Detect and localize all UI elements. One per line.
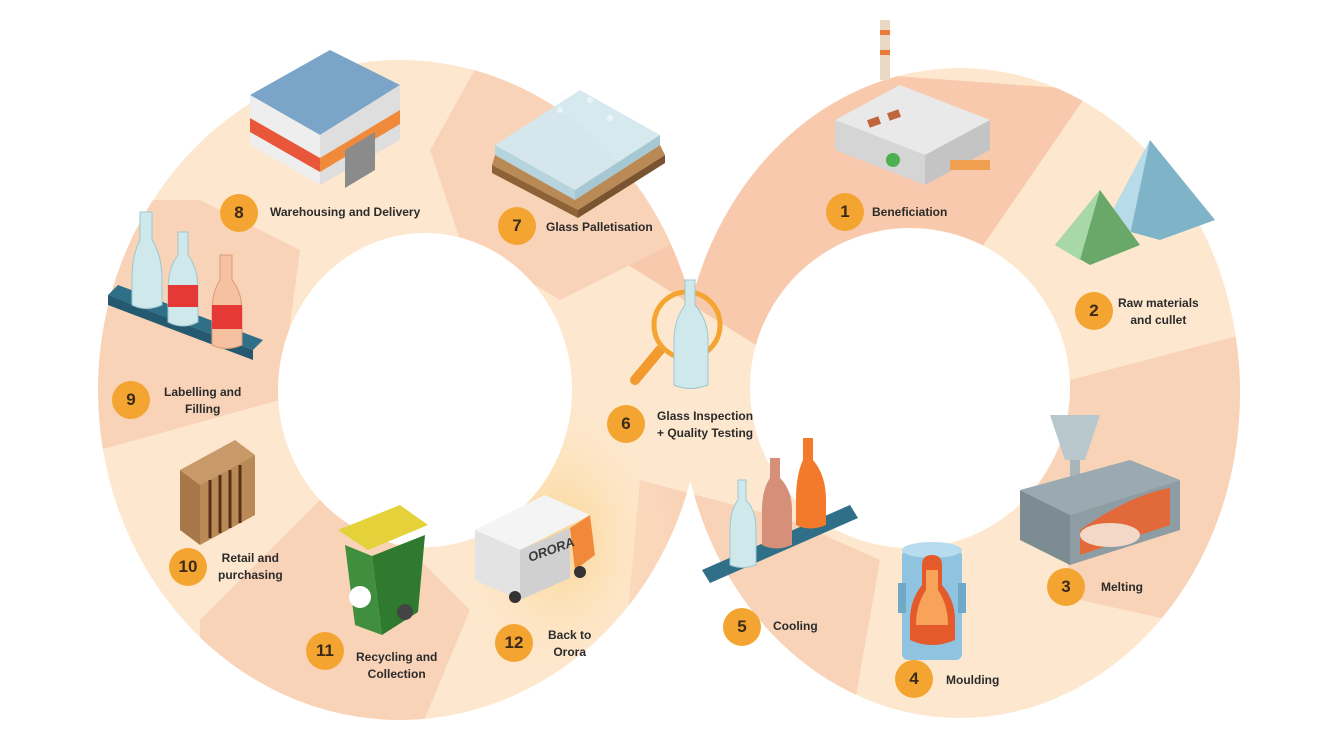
step-label-line: Cooling: [773, 618, 818, 635]
step-label-line: Filling: [164, 401, 241, 418]
step-badge-5: 5: [723, 608, 761, 646]
step-label-line: purchasing: [218, 567, 283, 584]
step-badge-7: 7: [498, 207, 536, 245]
step-label-line: Beneficiation: [872, 204, 947, 221]
mould-icon: [898, 542, 966, 660]
step-label-line: Glass Inspection: [657, 408, 753, 425]
step-label-line: Glass Palletisation: [546, 219, 653, 236]
step-badge-6: 6: [607, 405, 645, 443]
step-label-5: Cooling: [773, 618, 818, 635]
step-label-7: Glass Palletisation: [546, 219, 653, 236]
step-label-line: Melting: [1101, 579, 1143, 596]
step-badge-10: 10: [169, 548, 207, 586]
step-label-3: Melting: [1101, 579, 1143, 596]
step-label-line: Warehousing and Delivery: [270, 204, 420, 221]
step-badge-1: 1: [826, 193, 864, 231]
step-badge-4: 4: [895, 660, 933, 698]
step-label-line: Raw materials: [1118, 295, 1199, 312]
figure-eight-ring: [90, 60, 1260, 730]
step-badge-9: 9: [112, 381, 150, 419]
step-label-line: Orora: [548, 644, 591, 661]
step-label-8: Warehousing and Delivery: [270, 204, 420, 221]
step-badge-3: 3: [1047, 568, 1085, 606]
step-label-line: and cullet: [1118, 312, 1199, 329]
step-label-4: Moulding: [946, 672, 999, 689]
step-label-line: Collection: [356, 666, 437, 683]
step-label-line: Retail and: [218, 550, 283, 567]
step-label-1: Beneficiation: [872, 204, 947, 221]
step-label-line: Moulding: [946, 672, 999, 689]
step-badge-8: 8: [220, 194, 258, 232]
step-label-line: Labelling and: [164, 384, 241, 401]
step-label-line: Recycling and: [356, 649, 437, 666]
step-badge-12: 12: [495, 624, 533, 662]
step-badge-11: 11: [306, 632, 344, 670]
step-badge-2: 2: [1075, 292, 1113, 330]
step-label-line: Back to: [548, 627, 591, 644]
step-label-line: + Quality Testing: [657, 425, 753, 442]
step-label-6: Glass Inspection+ Quality Testing: [657, 408, 753, 442]
